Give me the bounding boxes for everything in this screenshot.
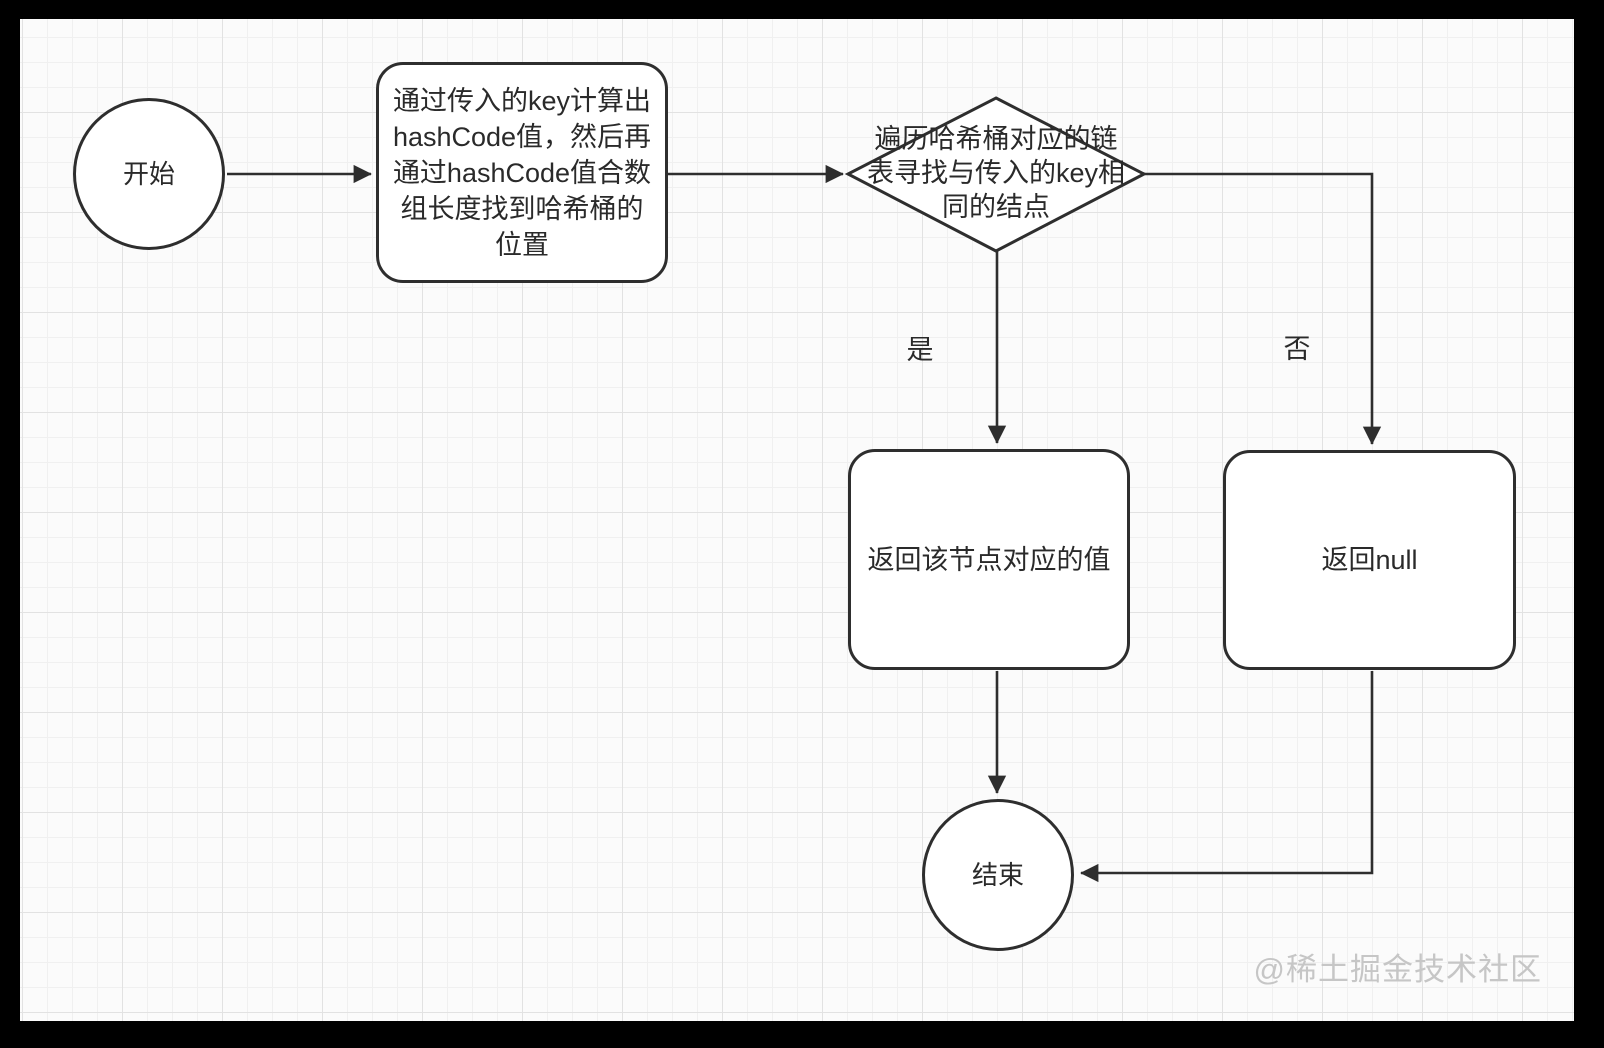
node-start-label: 开始 [122,159,175,189]
edge-label-no: 否 [1283,334,1311,364]
node-start: 开始 [73,98,225,250]
node-return-value-label: 返回该节点对应的值 [867,544,1111,575]
node-compute-hash: 通过传入的key计算出 hashCode值，然后再 通过hashCode值合数 … [376,62,668,283]
node-return-null-label: 返回null [1321,545,1418,575]
watermark: @稀土掘金技术社区 [1253,952,1542,987]
edge-decision-no-to-return-null [1144,172,1382,445]
node-return-null: 返回null [1223,450,1516,670]
node-decision-label: 遍历哈希桶对应的链 表寻找与传入的key相 同的结点 [866,124,1126,222]
node-compute-hash-label: 通过传入的key计算出 hashCode值，然后再 通过hashCode值合数 … [392,85,652,260]
node-end-label: 结束 [971,860,1024,890]
edge-return-null-to-end [1080,671,1374,883]
edge-label-yes: 是 [906,335,934,365]
node-end: 结束 [922,799,1074,951]
node-return-value: 返回该节点对应的值 [848,449,1130,670]
